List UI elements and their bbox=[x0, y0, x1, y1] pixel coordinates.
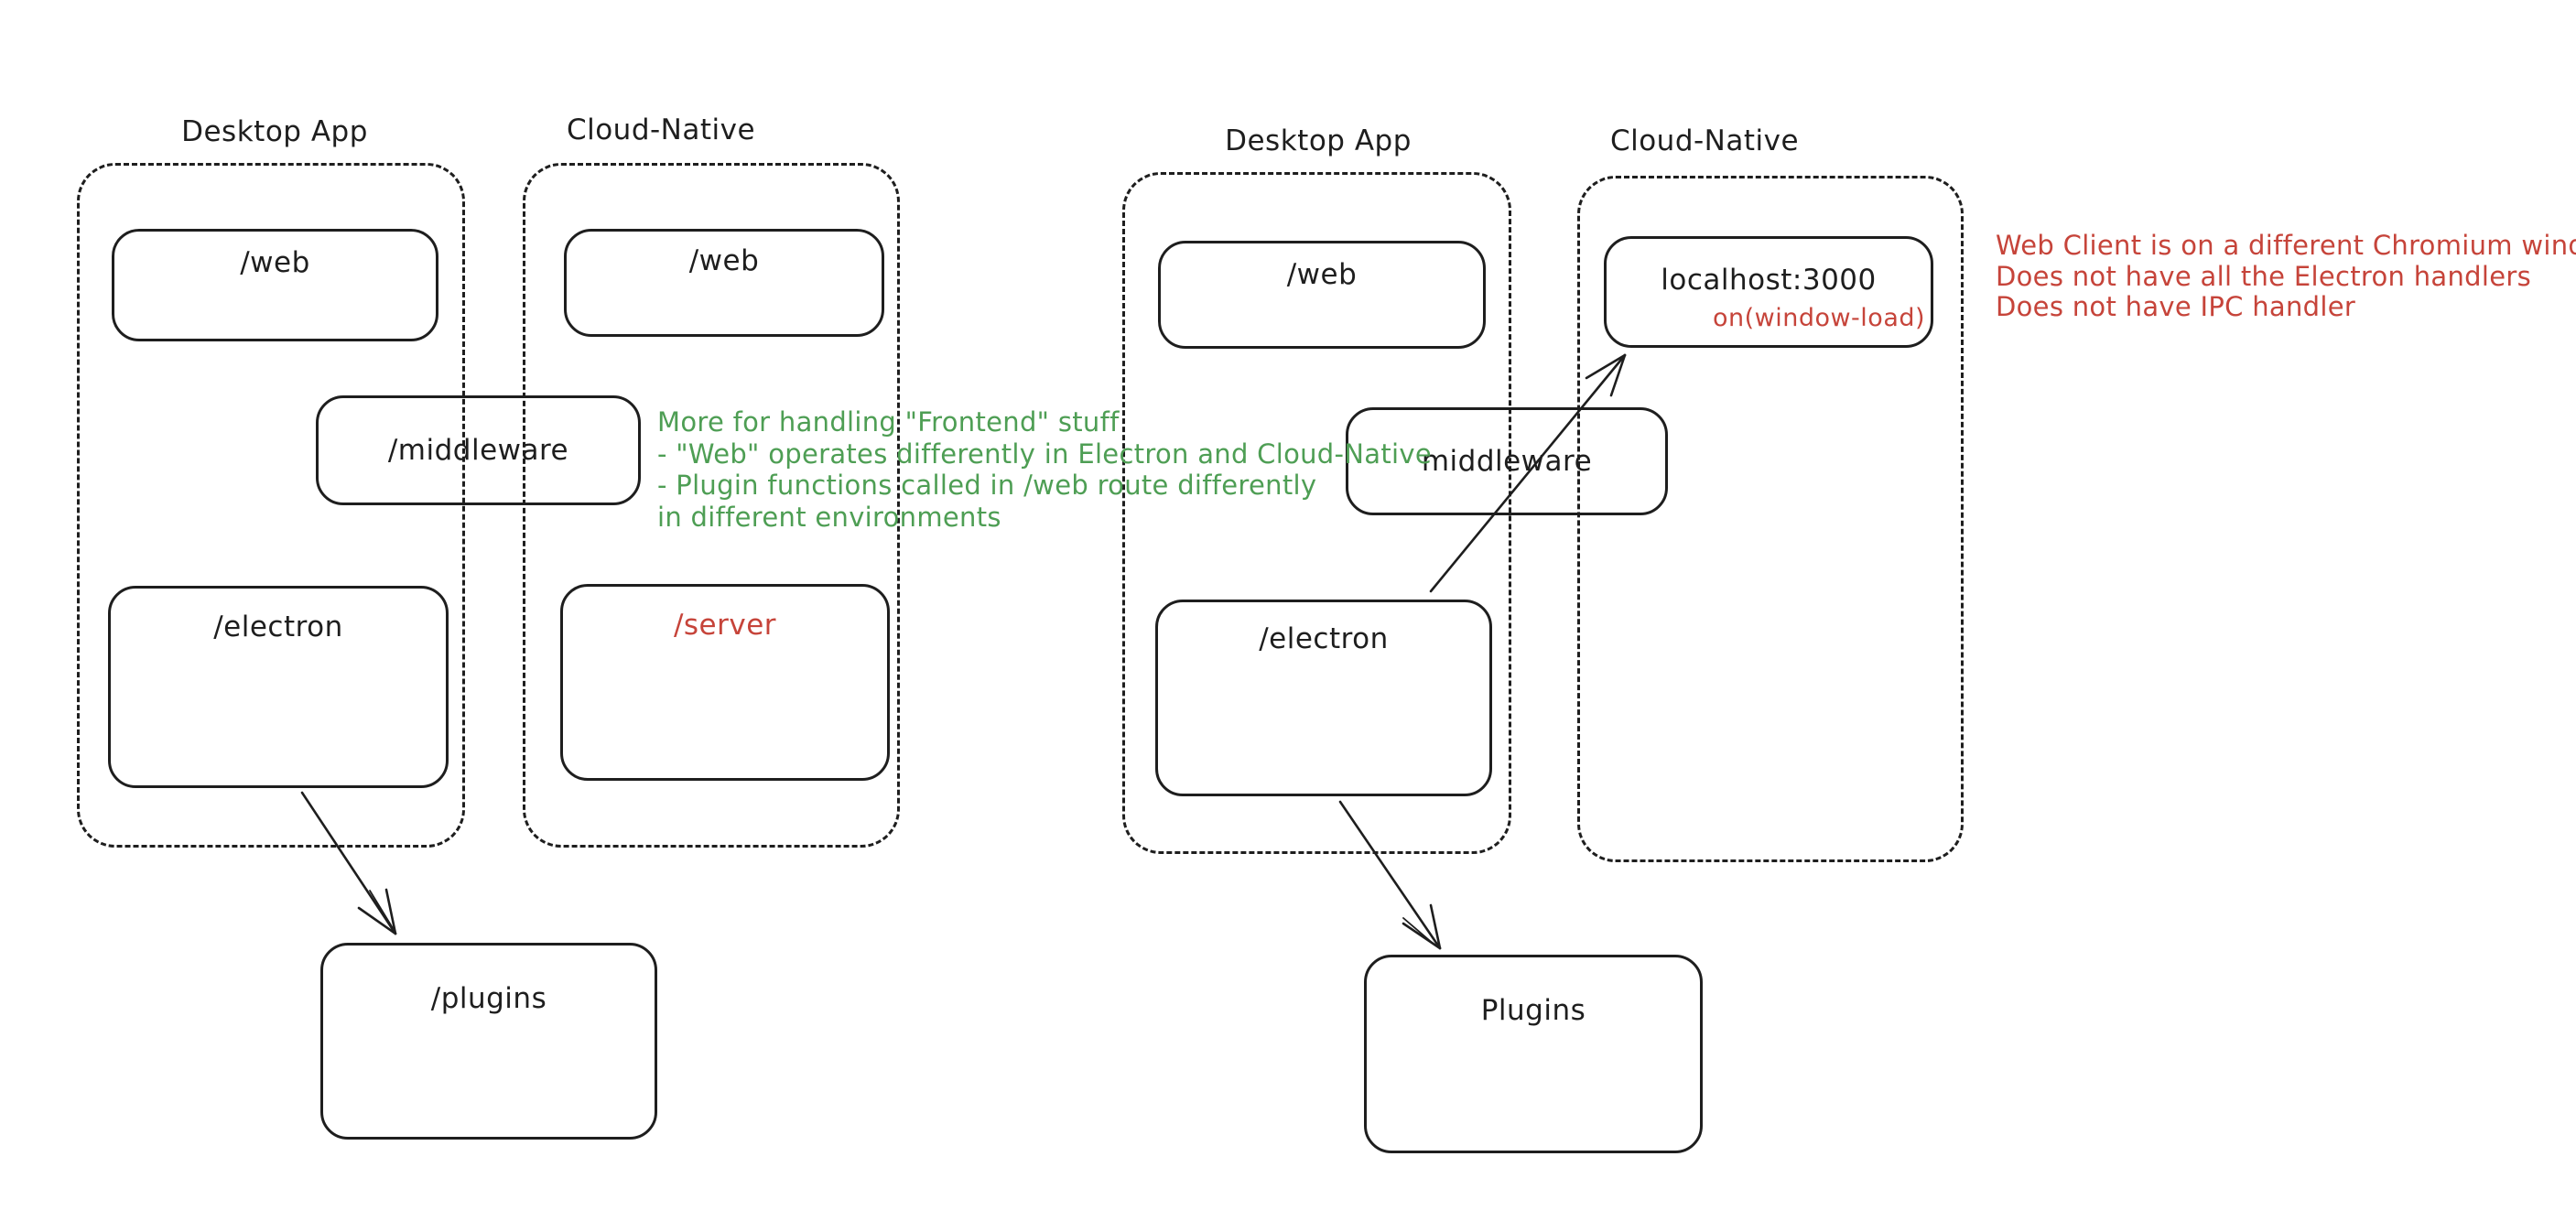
node-label: /web bbox=[688, 244, 760, 277]
group-title-cloud-right[interactable]: Cloud-Native bbox=[1609, 124, 1800, 157]
group-title-desktop-right[interactable]: Desktop App bbox=[1225, 124, 1412, 157]
node-label: /server bbox=[673, 609, 777, 642]
node-label: /web bbox=[240, 246, 310, 279]
node-localhost-3000[interactable]: localhost:3000 on(window-load) bbox=[1604, 236, 1933, 348]
node-label: /electron bbox=[213, 611, 343, 643]
node-label: /plugins bbox=[430, 982, 547, 1015]
node-label: /web bbox=[1286, 258, 1358, 291]
arrow-electron-to-localhost[interactable] bbox=[1429, 353, 1627, 593]
node-label: Plugins bbox=[1480, 994, 1586, 1027]
green-annotation-line: in different environments bbox=[657, 501, 1001, 533]
node-middleware-left[interactable]: /middleware bbox=[316, 395, 641, 505]
red-annotation-line: Web Client is on a different Chromium wi… bbox=[1996, 230, 2576, 261]
group-title-cloud-left[interactable]: Cloud-Native bbox=[566, 113, 756, 146]
node-label: localhost:3000 bbox=[1661, 263, 1877, 297]
window-load-label: on(window-load) bbox=[1712, 303, 1926, 332]
node-label: middleware bbox=[1421, 445, 1593, 478]
cloud-native-group-right[interactable] bbox=[1577, 176, 1964, 862]
node-web-desktop-left[interactable]: /web bbox=[112, 229, 438, 341]
desktop-app-group-left[interactable] bbox=[77, 163, 465, 848]
node-electron-left[interactable]: /electron bbox=[108, 586, 449, 788]
node-electron-right[interactable]: /electron bbox=[1155, 600, 1492, 796]
node-server-left[interactable]: /server bbox=[560, 584, 890, 781]
green-annotation-line: More for handling "Frontend" stuff bbox=[657, 406, 1120, 438]
red-annotation[interactable]: Web Client is on a different Chromium wi… bbox=[1996, 230, 2576, 323]
node-middleware-right[interactable]: middleware bbox=[1346, 407, 1668, 515]
node-plugins-right[interactable]: Plugins bbox=[1364, 955, 1703, 1153]
group-title-desktop-left[interactable]: Desktop App bbox=[181, 115, 368, 148]
arrow-electron-to-plugins-right[interactable] bbox=[1338, 800, 1442, 950]
arrow-electron-to-plugins-left[interactable] bbox=[300, 791, 397, 935]
red-annotation-line: Does not have all the Electron handlers bbox=[1996, 260, 2531, 292]
node-label: /middleware bbox=[387, 434, 569, 467]
cloud-native-group-left[interactable] bbox=[523, 163, 900, 848]
red-annotation-line: Does not have IPC handler bbox=[1996, 291, 2356, 322]
node-web-desktop-right[interactable]: /web bbox=[1158, 241, 1486, 349]
green-annotation-line: - "Web" operates differently in Electron… bbox=[657, 438, 1432, 470]
green-annotation-line: - Plugin functions called in /web route … bbox=[657, 470, 1317, 501]
green-annotation[interactable]: More for handling "Frontend" stuff - "We… bbox=[657, 406, 1432, 533]
node-label: /electron bbox=[1259, 622, 1389, 655]
node-plugins-left[interactable]: /plugins bbox=[320, 943, 657, 1140]
node-web-cloud-left[interactable]: /web bbox=[564, 229, 884, 337]
